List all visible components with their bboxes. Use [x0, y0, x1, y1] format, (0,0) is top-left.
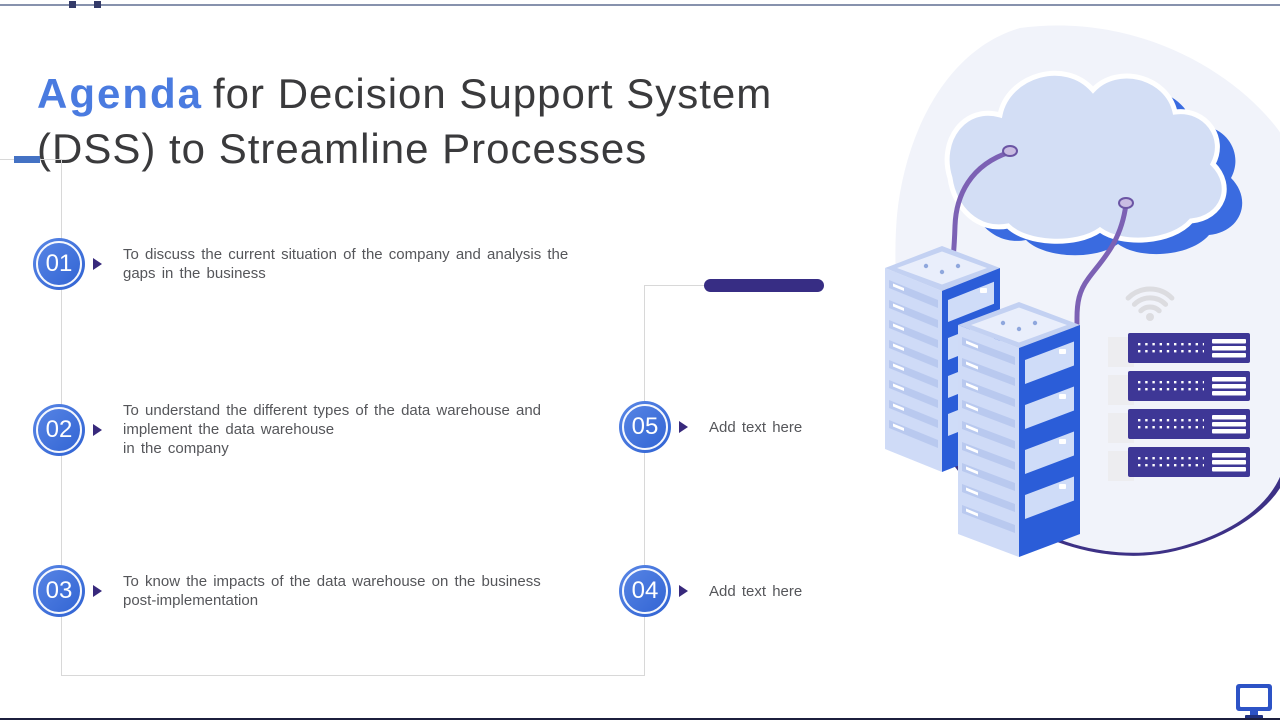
right-arrow-icon [93, 423, 102, 436]
right-arrow-icon [679, 421, 688, 433]
number-badge: 01 [33, 238, 85, 290]
agenda-item-03: 03 To know the impacts of the data wareh… [33, 565, 541, 617]
cloud-icon [944, 70, 1243, 256]
number-badge: 05 [619, 401, 671, 453]
cable-connector [1002, 145, 1018, 157]
title-accent: Agenda [37, 70, 204, 118]
dss-illustration [885, 25, 1280, 719]
indigo-bar-accent [704, 279, 824, 292]
number-badge: 02 [33, 403, 85, 456]
right-arrow-icon [93, 585, 102, 597]
wifi-icon [1125, 286, 1175, 321]
number-badge: 03 [33, 565, 85, 617]
number-badge: 04 [619, 565, 671, 617]
agenda-item-text: To know the impacts of the data warehous… [123, 573, 541, 609]
title-rest-line1: for Decision Support System [213, 70, 773, 118]
top-rule-square [94, 1, 101, 8]
right-arrow-icon [93, 258, 102, 270]
server-tower-front [958, 302, 1080, 557]
connector-line [644, 285, 706, 286]
blue-dash-accent [14, 156, 40, 163]
monitor-icon [1236, 684, 1272, 719]
agenda-item-01: 01 To discuss the current situation of t… [33, 238, 568, 290]
agenda-item-02: 02 To understand the different types of … [33, 401, 541, 458]
cable-connector [1118, 197, 1134, 209]
connector-line [644, 285, 645, 675]
bottom-rule [0, 718, 1280, 720]
text-placeholder[interactable]: Add text here [709, 418, 803, 436]
top-rule [0, 4, 1280, 6]
agenda-item-text: To discuss the current situation of the … [123, 246, 569, 282]
agenda-item-text: To understand the different types of the… [123, 402, 542, 457]
text-placeholder[interactable]: Add text here [709, 582, 803, 600]
right-arrow-icon [679, 585, 688, 597]
title-line2: (DSS) to Streamline Processes [37, 125, 648, 173]
connector-line [61, 675, 645, 676]
top-rule-square [69, 1, 76, 8]
agenda-item-04: 04 Add text here [619, 565, 802, 617]
agenda-item-05: 05 Add text here [619, 401, 802, 453]
